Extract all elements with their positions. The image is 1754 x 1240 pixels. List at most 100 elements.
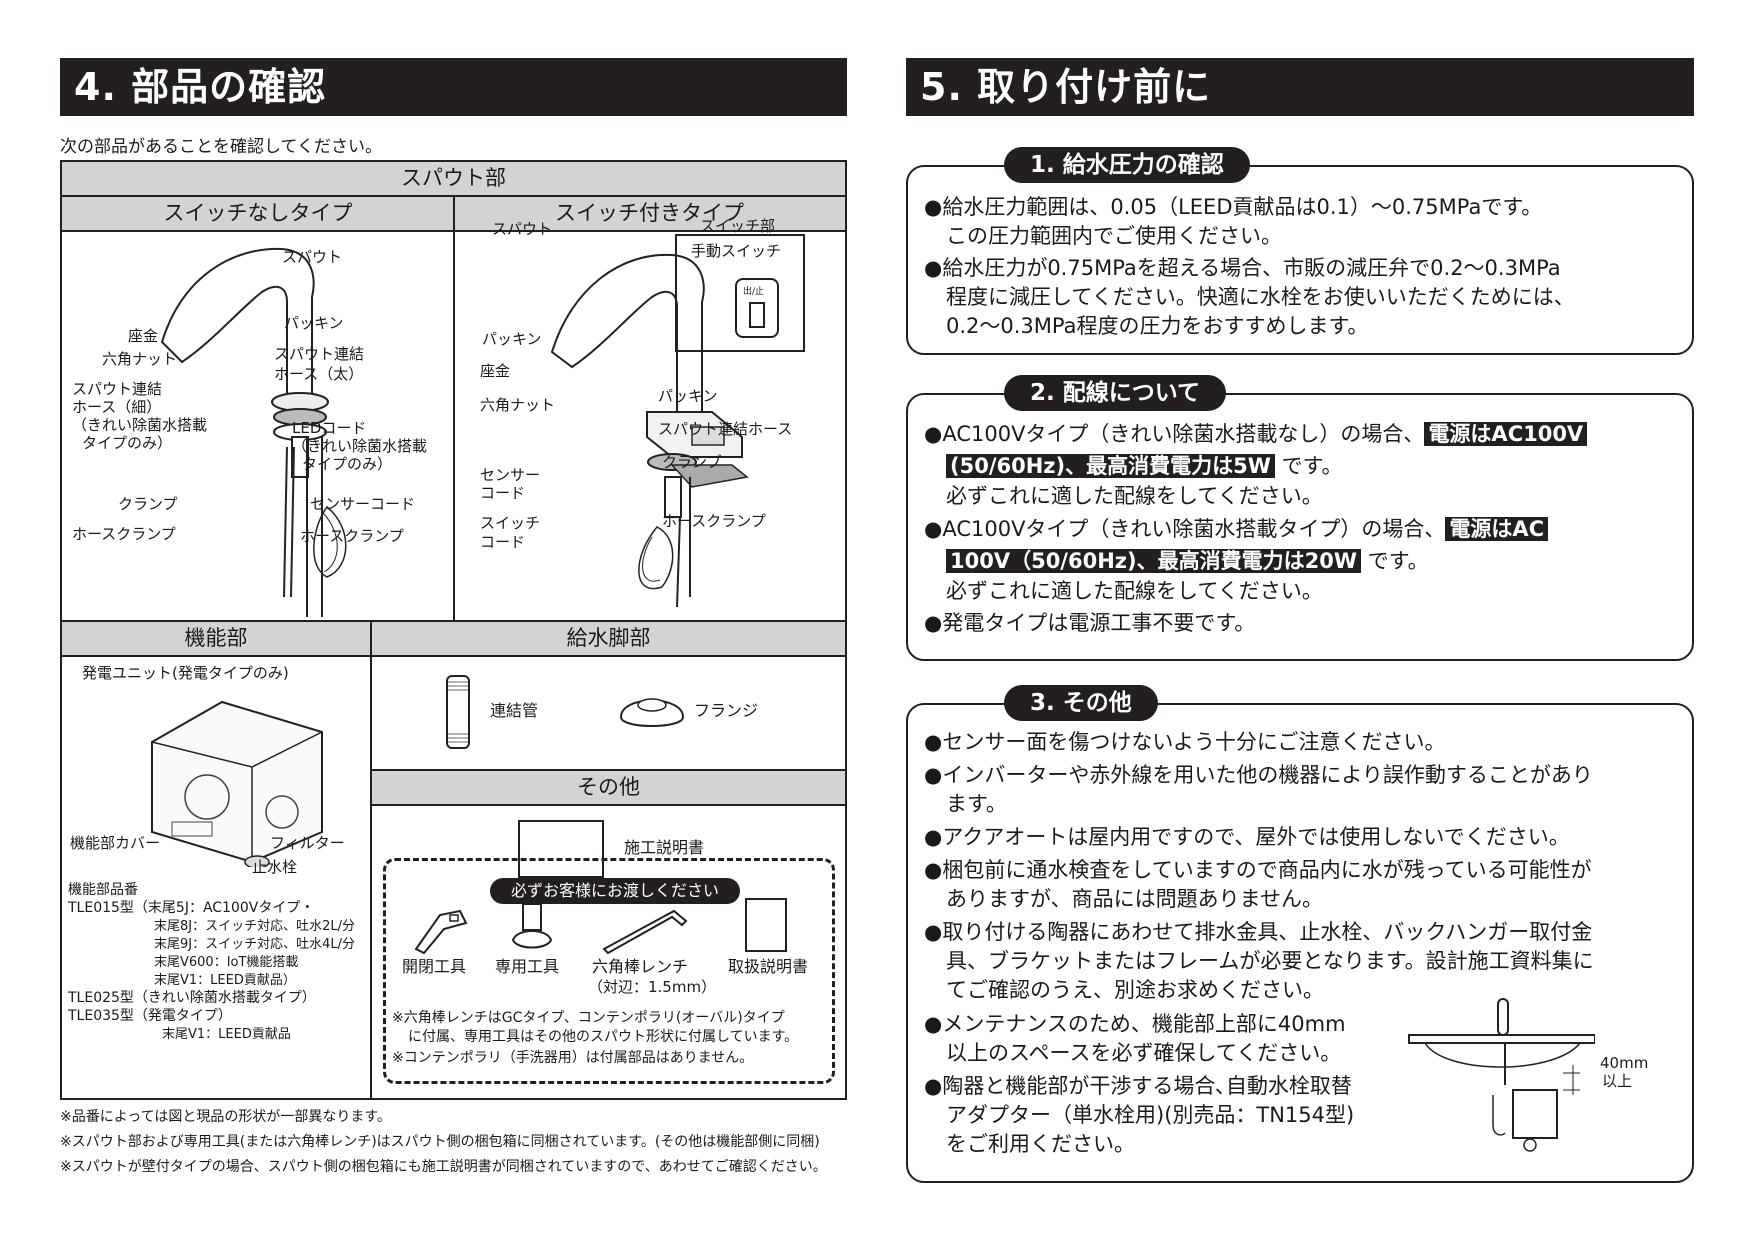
other-line-9: ●メンテナンスのため、機能部上部に40mm — [924, 1012, 1346, 1036]
install-manual-icon — [518, 820, 604, 878]
part-numbers-title: 機能部品番 — [68, 882, 138, 898]
wiring-line-3: 必ずこれに適した配線をしてください。 — [946, 484, 1323, 508]
label-packing: パッキン — [284, 314, 344, 332]
label-clamp-sw: クランプ — [662, 453, 722, 471]
other-line-0: ●センサー面を傷つけないよう十分にご注意ください。 — [924, 730, 1446, 754]
other-line-12: アダプター（単水栓用)(別売品：TN154型) — [946, 1103, 1355, 1127]
pressure-line-0: ●給水圧力範囲は、0.05（LEED貢献品は0.1）～0.75MPaです。 — [924, 195, 1543, 219]
part-line-7: 末尾V1：LEED貢献品 — [162, 1027, 291, 1042]
label-hose-sw: スパウト連結ホース — [658, 420, 793, 438]
label-sensor-cord-sw-1: センサー — [480, 466, 541, 484]
part-line-4: 末尾V1：LEED貢献品） — [154, 973, 296, 988]
handover-box — [383, 858, 835, 1084]
label-tool-0: 開閉工具 — [402, 957, 467, 976]
label-hose-thick-2: ホース（太） — [274, 365, 364, 383]
other-notes-tab: 3. その他 — [1004, 685, 1158, 721]
other-line-10: 以上のスペースを必ず確保してください。 — [946, 1041, 1342, 1065]
other-line-1: ●インバーターや赤外線を用いた他の機器により誤作動することがあり — [924, 763, 1593, 787]
switch-key-icon — [749, 302, 765, 328]
function-section-header: 機能部 — [62, 622, 370, 657]
basin-clearance-diagram — [1408, 998, 1595, 1152]
label-switch-cord-1: スイッチ — [480, 514, 541, 532]
wiring-line-1-text: ●AC100Vタイプ（きれい除菌水搭載なし）の場合、 — [924, 422, 1425, 446]
label-switch-part: スイッチ部 — [700, 217, 776, 235]
other-note-0: ※六角棒レンチはGCタイプ、コンテンポラリ(オーバル)タイプ — [392, 1010, 785, 1026]
other-line-3: ●アクアオートは屋内用ですので、屋外では使用しないでください。 — [924, 825, 1570, 849]
other-notes-box — [906, 703, 1694, 1183]
label-hose-thick-1: スパウト連結 — [274, 345, 365, 363]
wiring-line-2-highlight: (50/60Hz)、最高消費電力は5W — [946, 454, 1275, 478]
label-switch-cord-2: コード — [480, 533, 526, 551]
footnote-2: ※スパウトが壁付タイプの場合、スパウト側の梱包箱にも施工説明書が同梱されています… — [60, 1159, 827, 1175]
label-install-manual: 施工説明書 — [624, 838, 705, 857]
handover-title: 必ずお客様にお渡しください — [490, 878, 740, 904]
label-washer: 座金 — [128, 327, 159, 345]
part-line-6: TLE035型（発電タイプ） — [68, 1008, 232, 1024]
clearance-label-1: 40mm — [1600, 1054, 1649, 1072]
label-manual-switch: 手動スイッチ — [691, 242, 782, 260]
label-sensor-cord: センサーコード — [310, 495, 416, 513]
wiring-line-7: ●発電タイプは電源工事不要です。 — [924, 611, 1256, 635]
label-led-2: （きれい除菌水搭載 — [292, 437, 428, 455]
other-line-13: をご利用ください。 — [946, 1132, 1135, 1156]
label-hose-clamp-sw: ホースクランプ — [662, 512, 766, 530]
wiring-line-4-text: ●AC100Vタイプ（きれい除菌水搭載タイプ）の場合、 — [924, 517, 1446, 541]
other-line-2: ます。 — [946, 792, 1007, 816]
label-generator-unit: 発電ユニット(発電タイプのみ) — [82, 664, 289, 682]
pressure-line-1: この圧力範囲内でご使用ください。 — [946, 224, 1282, 248]
label-hose-clamp-left: ホースクランプ — [72, 525, 176, 543]
part-line-5: TLE025型（きれい除菌水搭載タイプ） — [68, 990, 316, 1006]
section-4-heading: 4. 部品の確認 — [60, 58, 847, 116]
label-filter: フィルター — [270, 834, 345, 852]
wiring-line-4: ●AC100Vタイプ（きれい除菌水搭載タイプ）の場合、電源はAC — [924, 515, 1549, 544]
label-connecting-pipe: 連結管 — [490, 701, 539, 720]
intro-text: 次の部品があることを確認してください。 — [60, 137, 382, 157]
special-tool-icon — [511, 903, 553, 949]
supply-section-header: 給水脚部 — [372, 622, 845, 657]
parts-table: スパウト部 スイッチなしタイプ スイッチ付きタイプ スパウト パッキン 座金 六… — [60, 160, 847, 1100]
spout-with-switch-drawing — [550, 253, 749, 608]
other-line-4: ●梱包前に通水検査をしていますので商品内に水が残っている可能性が — [924, 858, 1592, 882]
label-hex-nut-sw: 六角ナット — [480, 396, 556, 414]
wiring-line-6: 必ずこれに適した配線をしてください。 — [946, 579, 1323, 603]
hex-wrench-icon — [602, 909, 688, 955]
wiring-box — [906, 393, 1694, 661]
clearance-label-2: 以上 — [1602, 1072, 1633, 1090]
label-hose-thin-4: タイプのみ） — [82, 434, 173, 452]
wiring-line-5-highlight: 100V（50/60Hz)、最高消費電力は20W — [946, 549, 1361, 573]
other-line-6: ●取り付ける陶器にあわせて排水金具、止水栓、バックハンガー取付金 — [924, 920, 1593, 944]
wiring-line-2: (50/60Hz)、最高消費電力は5W です。 — [924, 452, 1342, 481]
wiring-line-5: 100V（50/60Hz)、最高消費電力は20W です。 — [924, 547, 1429, 576]
label-cover: 機能部カバー — [70, 834, 161, 852]
switch-icon-text: 出/止 — [743, 287, 765, 297]
part-line-2: 末尾9J：スイッチ対応、吐水4L/分 — [154, 937, 355, 952]
wiring-line-5-text: です。 — [1367, 549, 1429, 573]
footnote-0: ※品番によっては図と現品の形状が一部異なります。 — [60, 1109, 391, 1125]
label-flange: フランジ — [694, 701, 759, 720]
open-close-tool-icon — [414, 909, 468, 955]
flange-icon — [619, 698, 685, 727]
wiring-line-1-highlight: 電源はAC100V — [1424, 422, 1588, 446]
wiring-line-1: ●AC100Vタイプ（きれい除菌水搭載なし）の場合、電源はAC100V — [924, 420, 1588, 449]
other-note-2: ※コンテンポラリ（手洗器用）は付属部品はありません。 — [392, 1050, 754, 1066]
other-note-1: に付属、専用工具はその他のスパウト形状に付属しています。 — [408, 1029, 799, 1045]
label-hose-thin-1: スパウト連結 — [72, 380, 163, 398]
pressure-line-4: 0.2～0.3MPa程度の圧力をおすすめします。 — [946, 314, 1369, 338]
part-line-3: 末尾V600：IoT機能搭載 — [154, 955, 299, 970]
label-spout: スパウト — [282, 248, 343, 266]
wiring-line-4-highlight: 電源はAC — [1445, 517, 1549, 541]
other-line-8: てご確認のうえ、別途お求めください。 — [946, 978, 1324, 1002]
label-spout-sw: スパウト — [492, 220, 553, 238]
connecting-pipe-icon — [446, 675, 470, 749]
part-line-1: 末尾8J：スイッチ対応、吐水2L/分 — [154, 919, 355, 934]
other-line-5: ありますが、商品には問題ありません。 — [946, 887, 1323, 911]
label-tool-3: 取扱説明書 — [728, 957, 809, 976]
spout-no-switch-drawing — [160, 247, 347, 617]
pressure-check-tab: 1. 給水圧力の確認 — [1004, 147, 1250, 183]
wiring-line-2-text: です。 — [1281, 454, 1343, 478]
no-switch-header: スイッチなしタイプ — [62, 197, 454, 232]
label-tool-1: 専用工具 — [495, 957, 560, 976]
function-unit-drawing — [151, 700, 323, 867]
part-line-0: TLE015型（末尾5J：AC100Vタイプ・ — [68, 900, 315, 916]
pressure-check-box — [906, 165, 1694, 355]
